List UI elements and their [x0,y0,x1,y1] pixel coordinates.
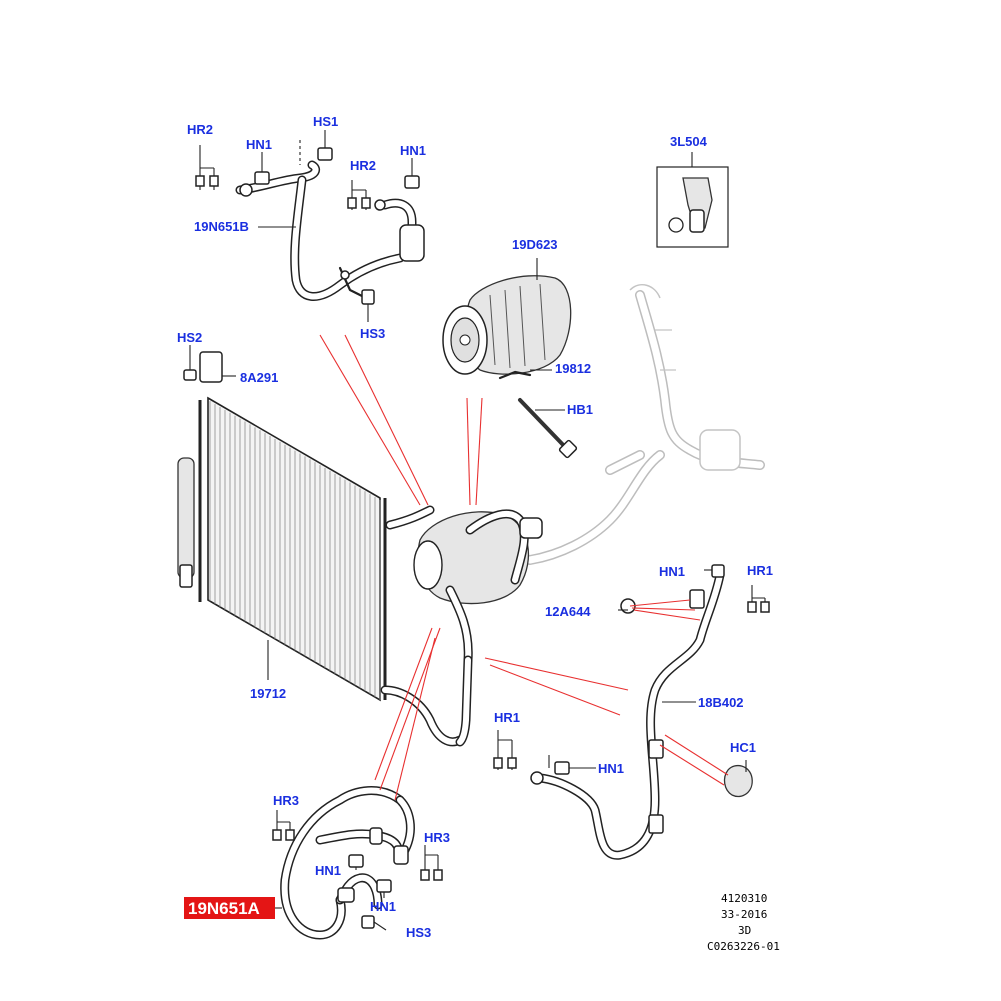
label-18b402: 18B402 [698,695,744,710]
part-3l504-box [656,152,729,248]
label-hs3-bottom: HS3 [406,925,431,940]
compressor-19d623 [442,258,578,459]
label-hr2-top: HR2 [187,122,213,137]
label-19d623: 19D623 [512,237,558,252]
label-19n651b: 19N651B [194,219,249,234]
hose-18b402 [493,564,770,860]
label-19812: 19812 [555,361,591,376]
label-19n651a: 19N651A [188,899,260,918]
red-locator-lines [319,334,729,801]
label-hn1-mid: HN1 [598,761,624,776]
label-hr3-right: HR3 [424,830,450,845]
part-labels: HR2 HN1 HS1 HR2 HN1 19N651B HS3 3L504 19… [177,114,773,940]
hose-19n651b [235,160,425,301]
label-hr3-left: HR3 [273,793,299,808]
label-hs1: HS1 [313,114,338,129]
label-19712: 19712 [250,686,286,701]
ref-line-4: C0263226-01 [707,940,780,953]
label-hn1-bottom-right: HN1 [370,899,396,914]
compressor-installed [385,505,543,665]
hose-19n651a [272,786,443,940]
label-hc1: HC1 [730,740,756,755]
label-8a291: 8A291 [240,370,278,385]
label-hr2-mid: HR2 [350,158,376,173]
label-hs2: HS2 [177,330,202,345]
label-hs3-top: HS3 [360,326,385,341]
ref-line-3: 3D [738,924,751,937]
label-hn1-bottom-left: HN1 [315,863,341,878]
label-3l504: 3L504 [670,134,708,149]
condenser-outlet-pipes [380,655,473,747]
label-hr1-right: HR1 [747,563,773,578]
highlight-callout-19n651a: 19N651A [184,897,275,919]
label-hn1-top-left: HN1 [246,137,272,152]
ref-line-1: 4120310 [721,892,767,905]
fasteners-top [195,130,420,322]
ref-line-2: 33-2016 [721,908,767,921]
label-hn1-top-right: HN1 [400,143,426,158]
label-hr1-mid: HR1 [494,710,520,725]
ghosted-heater-pipes [525,283,765,565]
label-hb1: HB1 [567,402,593,417]
label-12a644: 12A644 [545,604,591,619]
condenser-19712 [177,345,387,702]
reference-block: 4120310 33-2016 3D C0263226-01 [707,892,780,953]
label-hn1-right: HN1 [659,564,685,579]
